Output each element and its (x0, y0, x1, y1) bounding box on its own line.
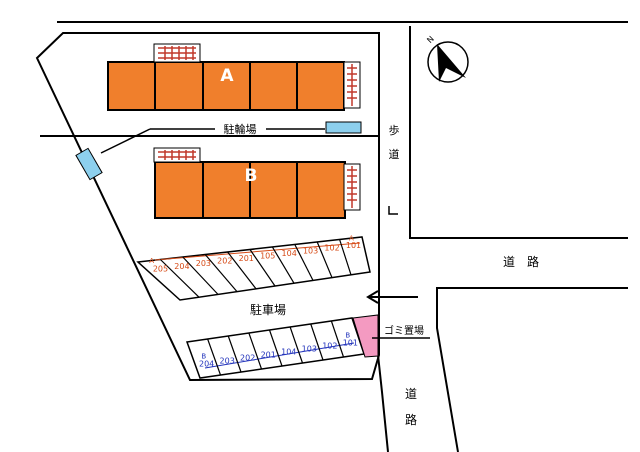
bicycle-rack-east (325, 121, 362, 134)
parking-stall-divider (268, 329, 283, 367)
parking-space-number: 102 (322, 341, 337, 350)
parking-space-number: 104 (281, 347, 296, 356)
sidewalk-label-2: 道 (389, 147, 400, 161)
parking-space-number: 104 (282, 249, 297, 258)
bicycle-parking-label: 駐輪場 (224, 122, 257, 136)
parking-stall-divider (294, 244, 314, 281)
road-south-label-1: 道 (405, 387, 417, 401)
parking-space-number: 201 (261, 350, 276, 359)
sidewalk: 歩 道 (388, 123, 400, 215)
parking-space-number: 102 (324, 244, 339, 253)
southeast-block-outline (436, 287, 628, 452)
parking-stall-divider (227, 335, 242, 373)
bicycle-parking: 駐輪場 (40, 121, 379, 181)
parking-space-number: 205 (153, 264, 168, 273)
parking-space-number: 101 (343, 338, 358, 347)
parking-space-number: 103 (302, 344, 317, 353)
parking-space-number: 103 (303, 246, 318, 255)
garbage-area: ゴミ置場 (352, 314, 430, 358)
north-compass: N (425, 34, 469, 83)
parking-space-number: 201 (239, 254, 254, 263)
building-b: B (154, 161, 346, 219)
bicycle-rack-west (75, 147, 103, 181)
parking-space-number: 202 (217, 257, 232, 266)
parking-lot-label: 駐車場 (250, 302, 286, 317)
building-a-stairs-side (343, 61, 361, 109)
building-a: A (107, 61, 345, 111)
parking-stall-divider (159, 259, 200, 298)
parking-group-letter: A (149, 257, 154, 265)
parking-stall-divider (289, 326, 304, 364)
street-lines (57, 21, 628, 452)
road-east-label: 道 路 (503, 254, 539, 269)
parking-space-number: 202 (240, 353, 255, 362)
parking-space-number: 204 (199, 359, 214, 368)
parking-stall-divider (207, 338, 222, 376)
south-road-west-line (377, 354, 389, 452)
parking-space-number: 203 (220, 356, 235, 365)
north-arrow-icon (437, 44, 466, 82)
lot-boundary (35, 32, 380, 382)
parking-stall-divider (310, 323, 324, 361)
compass-north-label: N (425, 34, 436, 45)
parking-stall-divider (316, 241, 333, 278)
building-a-label: A (220, 66, 234, 86)
parking-stall-divider (271, 246, 295, 284)
parking-stall-divider (249, 249, 276, 287)
parking-group-letter: A (349, 234, 354, 242)
parking-stall-divider (227, 251, 257, 290)
building-b-stairs-top (153, 147, 201, 163)
east-block-outline (409, 26, 628, 239)
parking-stall-divider (330, 320, 345, 358)
building-b-label: B (245, 166, 258, 186)
parking-space-number: 105 (260, 251, 275, 260)
parking-stall-divider (339, 239, 352, 275)
parking-space-number: 101 (346, 241, 361, 250)
parking-group-letter: B (345, 332, 350, 340)
parking-space-number: 204 (174, 262, 189, 271)
parking-space-number: 203 (196, 259, 211, 268)
sidewalk-label-1: 歩 (389, 123, 400, 137)
road-south-label-2: 路 (405, 412, 417, 427)
parking-stall-divider (204, 254, 238, 292)
garbage-label: ゴミ置場 (384, 324, 424, 337)
building-b-stairs-side (343, 163, 361, 211)
building-a-stairs-top (153, 43, 201, 63)
parking-stall-divider (182, 256, 219, 295)
parking-stall-divider (248, 332, 263, 370)
parking-group-letter: B (201, 353, 206, 361)
entrance-arrow (366, 290, 418, 304)
